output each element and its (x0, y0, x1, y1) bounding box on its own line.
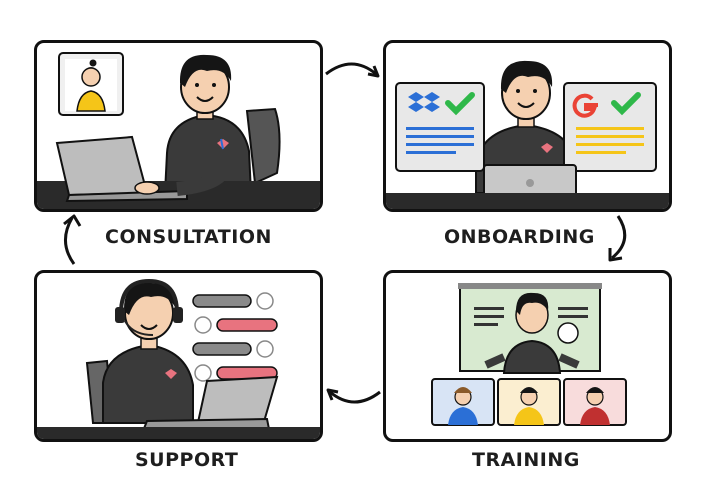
curved-arrow-icon (325, 62, 380, 78)
support-panel (34, 270, 323, 442)
dropbox-icon (408, 92, 440, 112)
training-illustration (431, 283, 627, 426)
google-card (563, 82, 657, 172)
checkmark-icon (611, 92, 641, 116)
consultation-illustration (37, 52, 320, 209)
curved-arrow-icon (608, 215, 627, 262)
consultant-person (163, 54, 253, 194)
training-label: TRAINING (472, 449, 580, 471)
laptop-icon (483, 164, 577, 200)
support-person (102, 278, 194, 424)
chat-panel (192, 292, 278, 382)
video-call-window (58, 52, 124, 116)
consultation-panel (34, 40, 323, 212)
user-icon (194, 364, 212, 382)
user-icon (194, 316, 212, 334)
google-icon (572, 93, 598, 118)
participant-tile (431, 378, 495, 426)
headset-icon (115, 278, 183, 336)
participant-tile (497, 378, 561, 426)
checkmark-icon (445, 92, 475, 116)
curved-arrow-icon (63, 214, 82, 265)
trainer-person (484, 292, 580, 374)
laptop-icon (55, 135, 188, 203)
support-label: SUPPORT (135, 449, 239, 471)
curved-arrow-icon (326, 388, 381, 404)
onboarding-illustration (386, 60, 669, 209)
participant-tile (563, 378, 627, 426)
support-illustration (37, 278, 320, 439)
dropbox-card (395, 82, 485, 172)
onboarding-label: ONBOARDING (444, 226, 595, 248)
training-panel (383, 270, 672, 442)
consultation-label: CONSULTATION (105, 226, 272, 248)
onboarding-panel (383, 40, 672, 212)
